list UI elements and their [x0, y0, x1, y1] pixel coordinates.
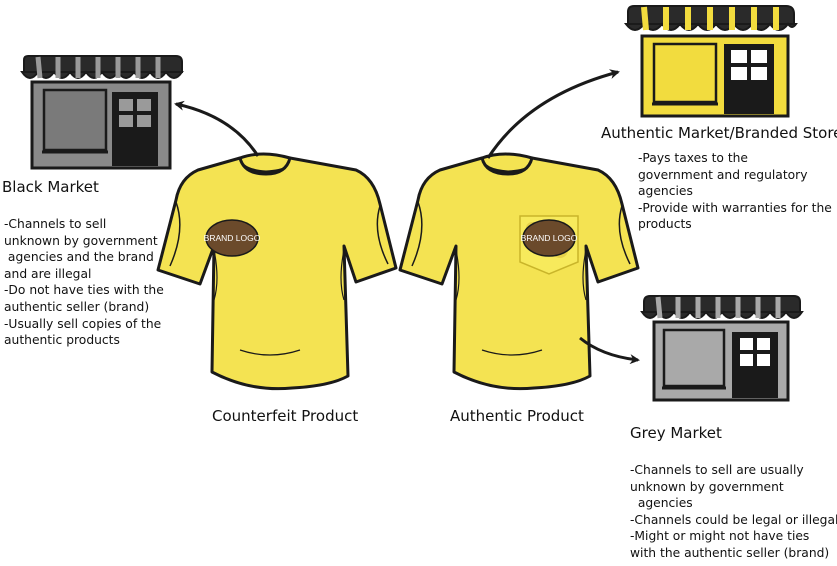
- authentic-store-title: Authentic Market/Branded Store: [601, 124, 837, 142]
- arrow-to-authentic-store: [486, 69, 620, 159]
- authentic-tshirt-icon: [398, 152, 640, 391]
- authentic-product-label: Authentic Product: [450, 407, 584, 425]
- description-line: unknown by government: [4, 233, 158, 248]
- arrow-to-grey-market: [579, 336, 640, 365]
- authentic-store-description: -Pays taxes to the government and regulat…: [638, 150, 832, 233]
- counterfeit-brand-logo: BRAND LOGO: [204, 233, 261, 243]
- counterfeit-product-label: Counterfeit Product: [212, 407, 359, 425]
- black-market-description: -Channels to sell unknown by government a…: [4, 216, 164, 349]
- description-line: -Pays taxes to the: [638, 151, 748, 165]
- description-line: unknown by government: [630, 479, 784, 494]
- authentic-store-icon: [623, 5, 798, 118]
- authentic-brand-logo: BRAND LOGO: [521, 233, 578, 243]
- counterfeit-tshirt-icon: [156, 152, 398, 391]
- description-line: agencies: [638, 184, 693, 199]
- description-line: -Channels to sell: [4, 217, 107, 231]
- description-line: authentic products: [4, 333, 120, 348]
- black-market-store-icon: [20, 55, 184, 170]
- description-line: -Provide with warranties for the: [638, 200, 832, 215]
- grey-market-description: -Channels to sell are usually unknown by …: [630, 462, 837, 562]
- description-line: with the authentic seller (brand): [630, 545, 830, 560]
- description-line: and are illegal: [4, 266, 92, 281]
- description-line: -Do not have ties with the: [4, 283, 164, 298]
- description-line: agencies and the brand: [4, 250, 154, 265]
- grey-market-store-icon: [640, 295, 804, 402]
- description-line: -Usually sell copies of the: [4, 316, 162, 331]
- description-line: government and regulatory: [638, 167, 808, 182]
- description-line: authentic seller (brand): [4, 299, 150, 314]
- description-line: -Channels could be legal or illegal: [630, 512, 837, 527]
- description-line: agencies: [630, 496, 693, 511]
- description-line: -Might or might not have ties: [630, 529, 810, 544]
- description-line: -Channels to sell are usually: [630, 463, 804, 477]
- description-line: products: [638, 217, 692, 232]
- black-market-title: Black Market: [2, 178, 99, 196]
- arrow-to-black-market: [174, 100, 260, 157]
- grey-market-title: Grey Market: [630, 424, 722, 442]
